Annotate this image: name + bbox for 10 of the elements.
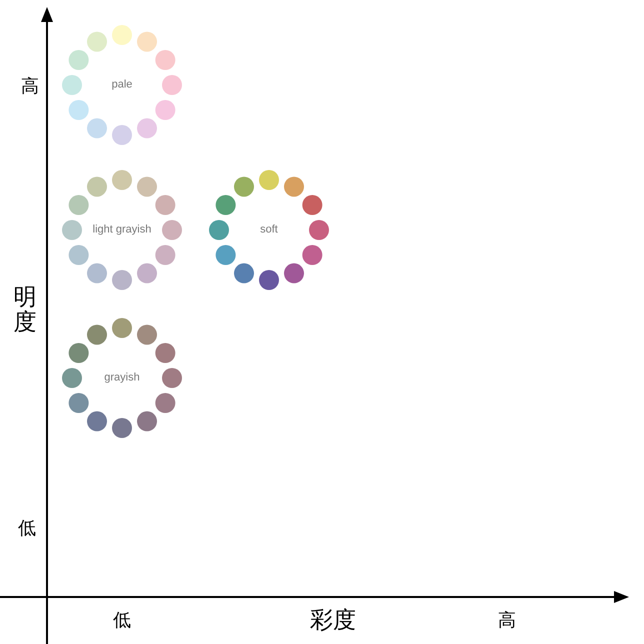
- axis-title: 明度: [14, 284, 36, 336]
- tone-label: pale: [112, 80, 132, 90]
- tone-label: soft: [260, 224, 278, 236]
- axis-tick-label: 低: [113, 611, 131, 629]
- axis-tick-label: 高: [21, 77, 39, 95]
- tone-label: light grayish: [92, 224, 152, 236]
- tone-label: grayish: [104, 372, 140, 384]
- axis-title: 彩度: [310, 608, 356, 632]
- axis-tick-label: 低: [18, 519, 36, 537]
- axis-tick-label: 高: [498, 611, 516, 629]
